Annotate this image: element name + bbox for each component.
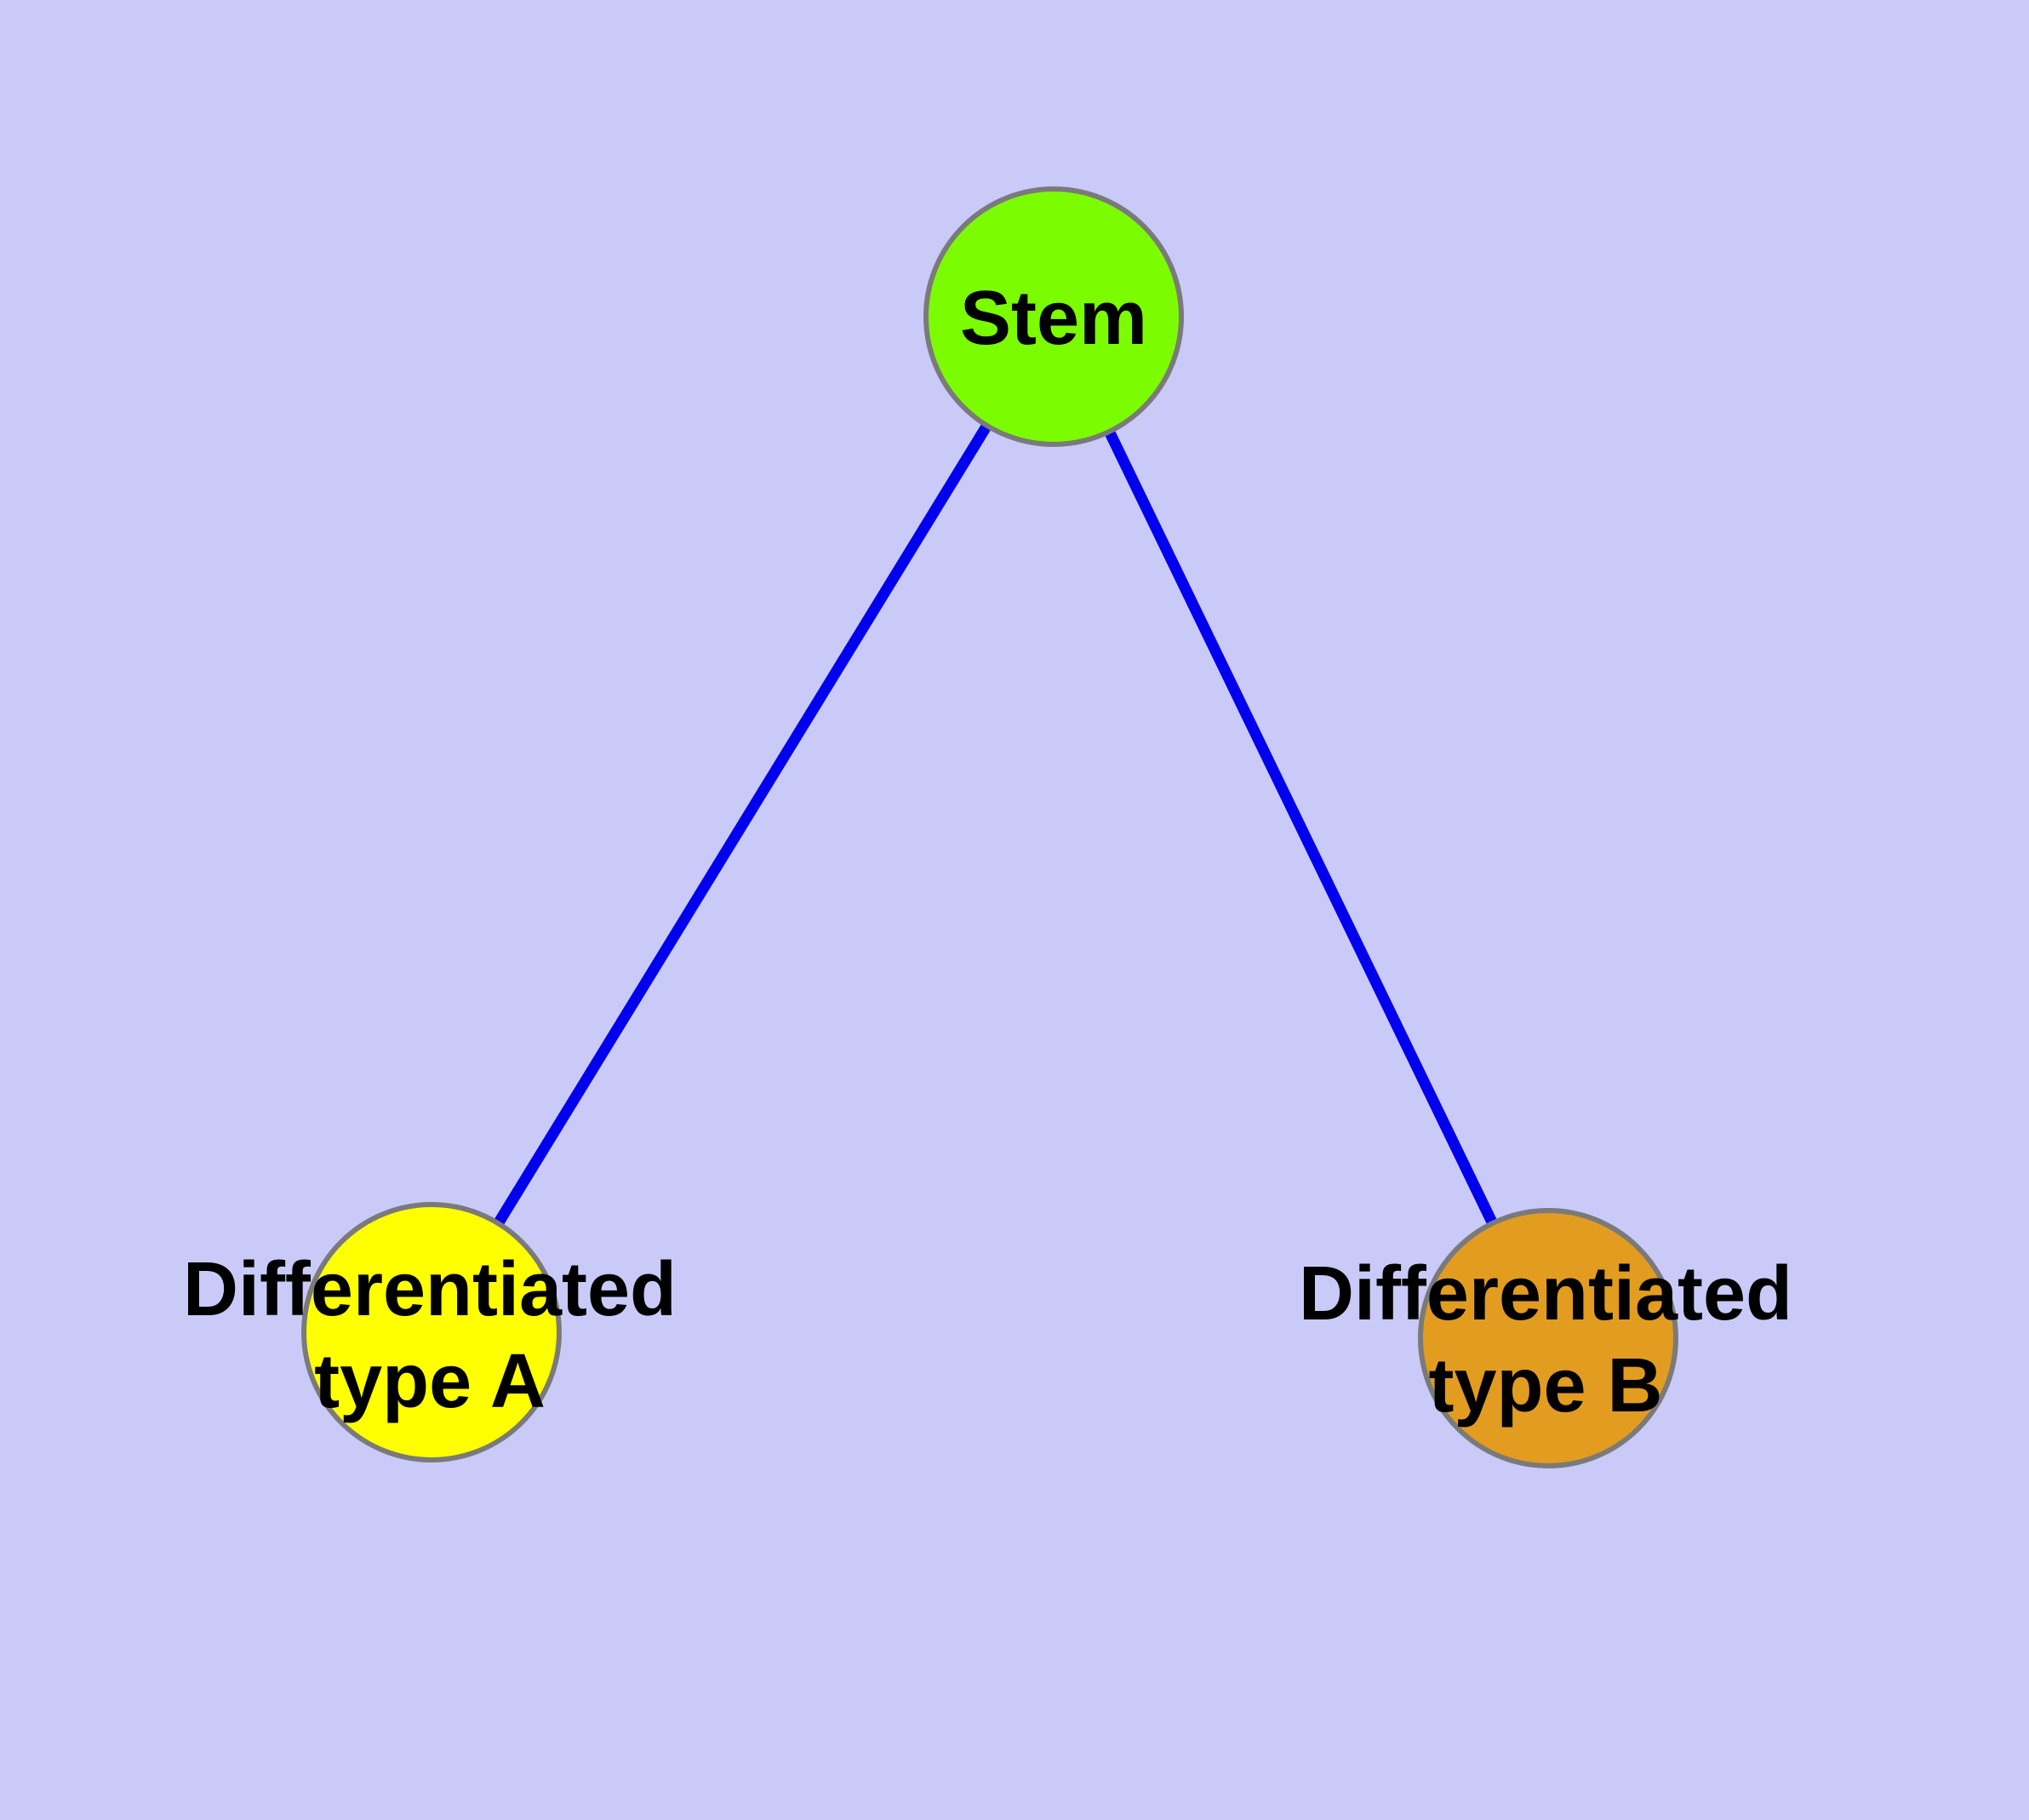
- node-type-b-label-line2: type B: [1428, 1343, 1662, 1428]
- node-type-a-label-line1: Differentiated: [183, 1247, 677, 1332]
- node-differentiated-type-a: [301, 1202, 562, 1462]
- node-stem: [923, 186, 1184, 447]
- node-type-a-label-line2: type A: [314, 1339, 546, 1424]
- edge-stem-type-b: [1049, 314, 1553, 1341]
- edge-stem-type-a: [426, 313, 1059, 1336]
- node-differentiated-type-b: [1418, 1208, 1678, 1468]
- node-stem-label: Stem: [960, 276, 1147, 361]
- node-type-b-label-line1: Differentiated: [1299, 1251, 1792, 1336]
